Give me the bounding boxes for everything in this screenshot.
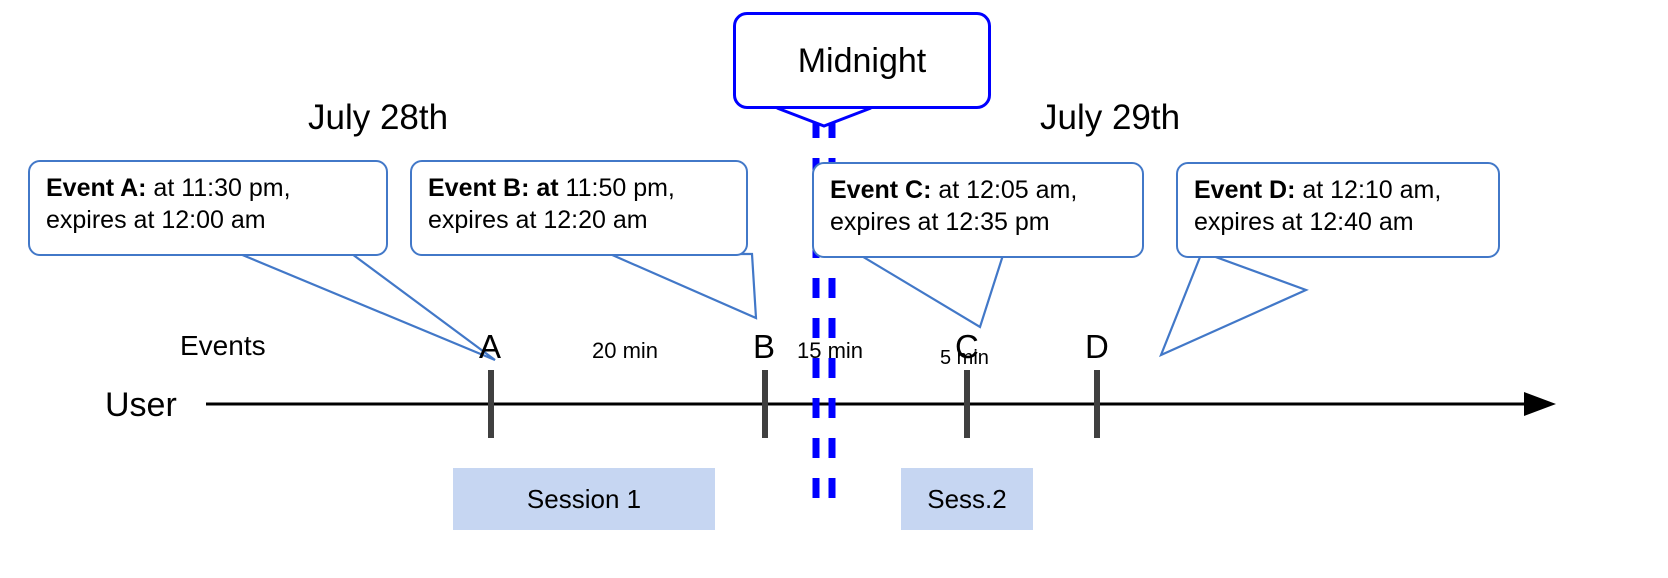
callout-event-a-line1-rest: at 11:30 pm, — [146, 174, 291, 202]
callout-event-c-line1: Event C: at 12:05 am, — [830, 174, 1128, 206]
timeline-axis — [206, 392, 1556, 416]
callout-event-d-line2: expires at 12:40 am — [1194, 208, 1414, 236]
session-box-1: Session 1 — [453, 468, 715, 530]
callout-event-d-lead: Event D: — [1194, 176, 1296, 204]
callout-event-b-line1-rest: 11:50 pm, — [558, 174, 675, 202]
gap-label-a-to-b: 20 min — [592, 338, 659, 363]
leader-line-event-a — [239, 252, 496, 362]
gap-label-b-to-c: 15 min — [797, 338, 864, 363]
callout-event-a-lead: Event A: — [46, 174, 147, 202]
event-tick-marks — [488, 370, 1100, 438]
leader-line-event-d — [1158, 250, 1309, 358]
tick-label-b: B — [753, 328, 776, 365]
session-box-2: Sess.2 — [901, 468, 1033, 530]
midnight-label: Midnight — [797, 41, 927, 80]
callout-event-d-line1: Event D: at 12:10 am, — [1194, 174, 1484, 206]
leader-line-event-c — [851, 250, 1006, 329]
callout-event-b-lead: Event B: at — [428, 174, 559, 202]
callout-event-c-line1-rest: at 12:05 am, — [931, 176, 1078, 204]
callout-event-c-lead: Event C: — [830, 176, 932, 204]
callout-event-b-line1: Event B: at 11:50 pm, — [428, 172, 732, 204]
callout-event-b-line2: expires at 12:20 am — [428, 206, 648, 234]
events-row-label: Events — [180, 330, 266, 361]
tick-label-a: A — [479, 328, 502, 365]
gap-label-c-to-d: 5 min — [940, 347, 989, 369]
callout-event-a-line1: Event A: at 11:30 pm, — [46, 172, 372, 204]
callout-event-d: Event D: at 12:10 am, expires at 12:40 a… — [1176, 162, 1500, 258]
tick-label-c: C — [955, 328, 979, 365]
date-header-july-29: July 29th — [1040, 98, 1181, 137]
midnight-callout: Midnight — [733, 12, 991, 109]
callout-event-c: Event C: at 12:05 am, expires at 12:35 p… — [812, 162, 1144, 258]
midnight-callout-tail — [776, 106, 872, 128]
callout-event-d-line1-rest: at 12:10 am, — [1295, 176, 1442, 204]
session-box-1-label: Session 1 — [526, 483, 642, 514]
leader-line-event-b — [609, 252, 758, 320]
callout-event-a: Event A: at 11:30 pm, expires at 12:00 a… — [28, 160, 388, 256]
session-box-2-label: Sess.2 — [927, 483, 1007, 514]
callout-event-b: Event B: at 11:50 pm, expires at 12:20 a… — [410, 160, 748, 256]
callout-event-a-line2: expires at 12:00 am — [46, 206, 266, 234]
user-row-label: User — [105, 386, 177, 424]
tick-label-d: D — [1085, 328, 1109, 365]
date-header-july-28: July 28th — [308, 98, 449, 137]
callout-event-c-line2: expires at 12:35 pm — [830, 208, 1050, 236]
